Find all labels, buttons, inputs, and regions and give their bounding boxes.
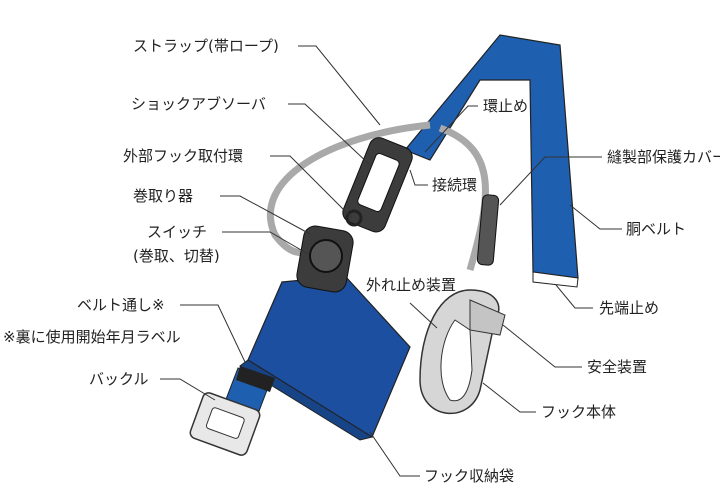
label-sewn-cover: 縫製部保護カバー (607, 148, 720, 166)
label-buckle: バックル (89, 370, 149, 388)
label-switch-sub: (巻取、切替) (133, 247, 220, 265)
label-connecting-ring: 接続環 (432, 176, 478, 194)
label-reel: 巻取り器 (133, 187, 194, 205)
safety-device-shape (469, 299, 506, 336)
rope-to-hook (438, 124, 489, 271)
label-note: ※裏に使用開始年月ラベル (3, 328, 181, 346)
hook-opening (440, 319, 473, 402)
label-external-hook-ring: 外部フック取付環 (123, 147, 244, 165)
label-safety-device: 安全装置 (587, 358, 648, 376)
label-shock-absorber: ショックアブソーバ (131, 95, 266, 113)
label-belt-loop: ベルト通し※ (77, 296, 165, 314)
strap-end-tip (532, 271, 579, 288)
label-ring-stopper: 環止め (483, 97, 529, 115)
belt-loop (236, 366, 275, 392)
label-hook-body: フック本体 (541, 403, 617, 421)
leader-lines (160, 45, 622, 477)
switch-knob (309, 239, 343, 273)
connecting-sleeve (476, 194, 500, 266)
label-waist-belt: 胴ベルト (626, 220, 687, 238)
buckle-window (205, 407, 245, 439)
label-hook-pouch: フック収納袋 (424, 467, 515, 485)
label-strap: ストラップ(帯ロープ) (133, 37, 279, 55)
label-tip-stopper: 先端止め (599, 299, 660, 317)
rope-loop (266, 121, 431, 257)
label-switch: スイッチ (147, 223, 208, 241)
external-hook-ring-shape (345, 209, 363, 227)
shock-absorber-window (357, 153, 400, 212)
label-latch-device: 外れ止め装置 (366, 276, 457, 294)
